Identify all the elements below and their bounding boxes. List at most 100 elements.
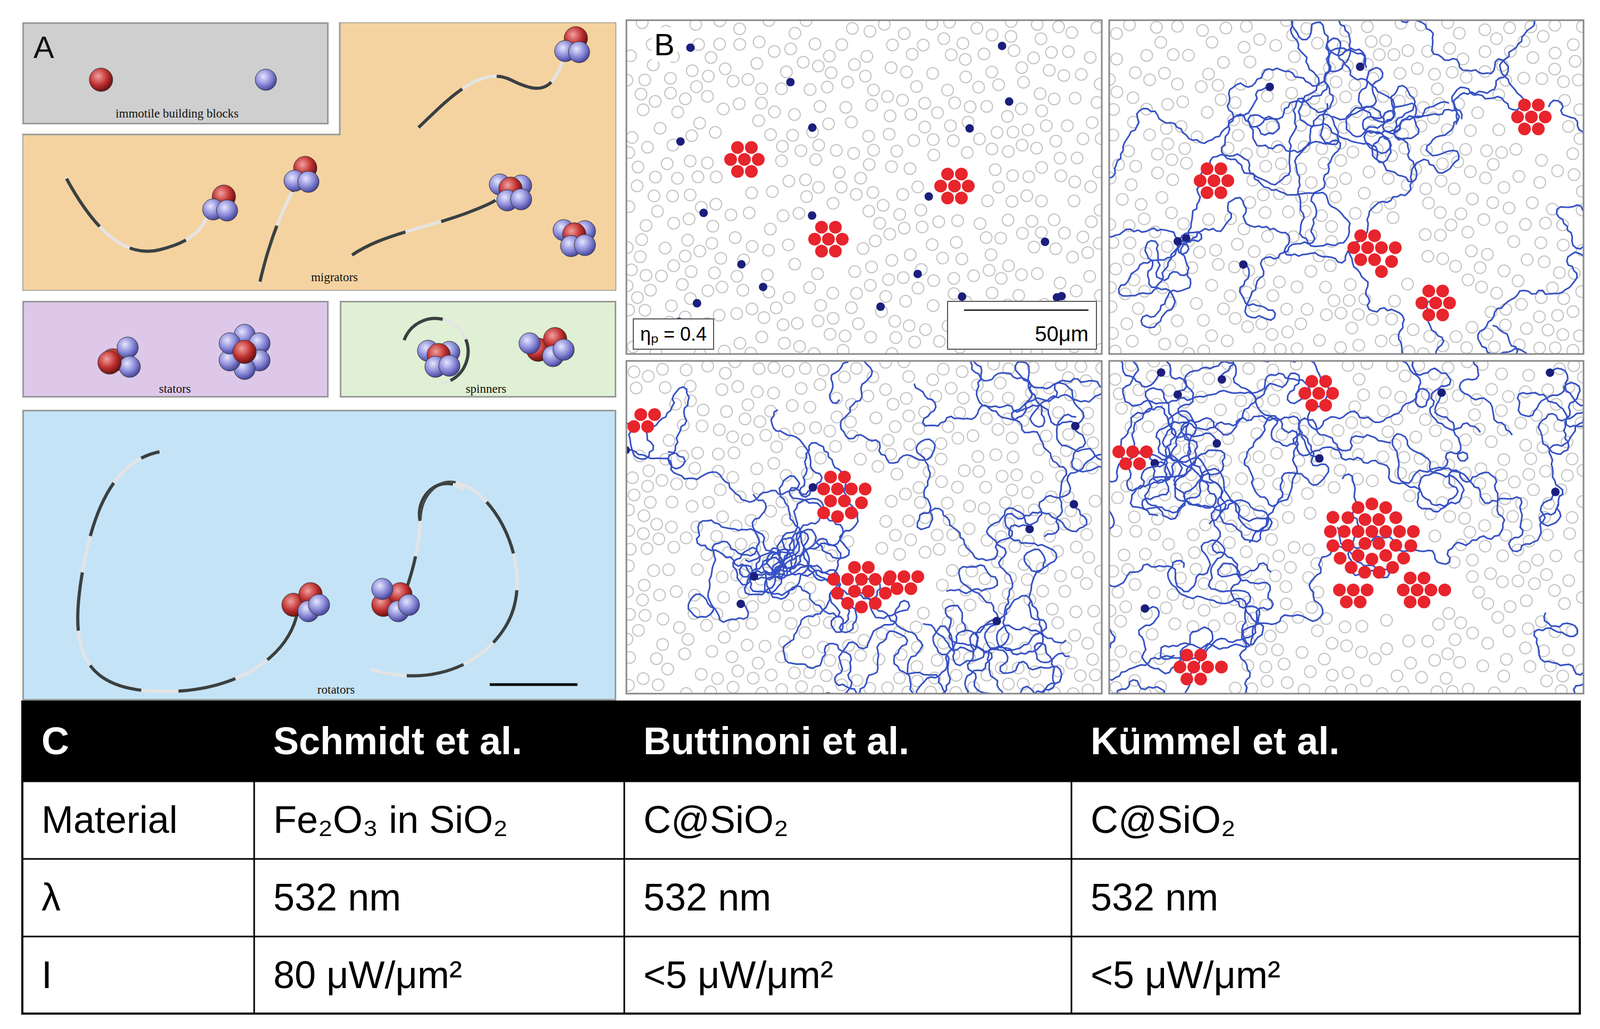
passive-particle: [797, 56, 810, 69]
passive-particle: [1111, 492, 1124, 505]
passive-particle: [967, 681, 980, 694]
passive-particle: [1365, 35, 1378, 48]
passive-particle: [1222, 142, 1235, 155]
passive-particle: [1566, 453, 1579, 466]
cluster-particle: [1360, 583, 1374, 597]
cluster-particle: [824, 470, 837, 484]
passive-particle: [1363, 165, 1376, 178]
table-cell: C@SiO₂: [1090, 799, 1236, 842]
passive-particle: [1568, 267, 1581, 280]
passive-particle: [1419, 228, 1431, 241]
passive-particle: [827, 197, 840, 210]
passive-particle: [1148, 529, 1161, 541]
passive-particle: [1259, 160, 1272, 173]
passive-particle: [1111, 86, 1124, 98]
passive-particle: [1229, 682, 1242, 694]
cluster-particle: [1298, 387, 1312, 400]
passive-particle: [1450, 330, 1462, 343]
passive-particle: [1115, 646, 1127, 658]
active-trajectory: [1109, 474, 1390, 625]
cluster-particle: [1443, 296, 1456, 310]
passive-particle: [1031, 471, 1043, 484]
passive-particle: [684, 155, 697, 167]
passive-particle: [788, 667, 801, 680]
passive-particle: [926, 238, 938, 251]
passive-particle: [1488, 341, 1501, 354]
passive-particle: [1124, 237, 1136, 249]
passive-particle: [1419, 414, 1432, 426]
cluster-particle: [817, 482, 831, 496]
cluster-particle: [1375, 241, 1388, 255]
passive-particle: [782, 239, 795, 251]
cluster-particle: [868, 573, 882, 586]
passive-particle: [717, 103, 730, 115]
cluster-particle: [1436, 308, 1449, 322]
cluster-particle: [1422, 308, 1436, 322]
passive-particle: [1109, 236, 1119, 249]
passive-particle: [1519, 218, 1532, 231]
passive-particle: [1171, 78, 1184, 90]
passive-particle: [632, 161, 644, 173]
passive-particle: [986, 29, 999, 41]
passive-particle: [1576, 591, 1584, 604]
passive-particle: [1217, 56, 1230, 69]
cluster-particle: [855, 600, 868, 614]
passive-particle: [972, 81, 985, 94]
passive-particle: [631, 180, 643, 192]
passive-particle: [833, 166, 845, 179]
active-particle: [1140, 604, 1150, 614]
passive-particle: [889, 315, 901, 328]
passive-particle: [1477, 660, 1489, 673]
passive-particle: [767, 457, 780, 470]
active-trajectory: [745, 498, 858, 694]
passive-particle: [1027, 52, 1040, 64]
passive-particle: [905, 108, 917, 121]
passive-particle: [889, 529, 902, 542]
passive-particle: [1007, 451, 1019, 464]
cluster-particle: [883, 570, 897, 584]
passive-particle: [1217, 303, 1230, 315]
passive-particle: [1523, 535, 1536, 548]
passive-particle: [907, 456, 919, 469]
passive-particle: [659, 242, 672, 255]
passive-particle: [1262, 464, 1275, 477]
simulation-snapshot: [626, 361, 1102, 694]
cluster-particle: [828, 245, 842, 258]
passive-particle: [1504, 600, 1516, 613]
passive-particle: [1052, 21, 1065, 33]
passive-particle: [1455, 207, 1468, 220]
passive-particle: [1533, 342, 1546, 355]
passive-particle: [935, 475, 948, 488]
cluster-particle: [1372, 513, 1386, 526]
passive-particle: [789, 258, 801, 271]
passive-particle: [791, 317, 804, 330]
passive-particle: [1120, 317, 1133, 330]
particle-illustration: [22, 22, 617, 291]
passive-particle: [1123, 20, 1136, 31]
passive-particle: [1462, 273, 1474, 286]
passive-particle: [1221, 334, 1234, 347]
cluster-particle: [744, 165, 758, 179]
passive-particle: [1382, 172, 1395, 185]
passive-particle: [1428, 654, 1441, 667]
cluster-particle: [1326, 387, 1339, 400]
passive-particle: [1377, 451, 1389, 464]
passive-particle: [1527, 484, 1540, 497]
trajectory-light: [404, 318, 468, 384]
active-particle: [1238, 260, 1248, 270]
passive-particle: [829, 440, 842, 453]
passive-particle: [626, 608, 636, 621]
passive-particle: [1445, 219, 1457, 231]
cluster-particle: [1358, 513, 1372, 526]
passive-particle: [778, 337, 791, 350]
passive-particle: [719, 367, 732, 380]
passive-particle: [864, 25, 876, 38]
passive-particle: [719, 63, 732, 75]
passive-particle: [985, 143, 998, 155]
passive-particle: [1404, 657, 1417, 670]
passive-particle: [1443, 42, 1456, 55]
passive-particle: [1020, 189, 1033, 202]
passive-particle: [697, 404, 709, 416]
passive-particle: [655, 270, 668, 282]
passive-particle: [1305, 176, 1318, 189]
